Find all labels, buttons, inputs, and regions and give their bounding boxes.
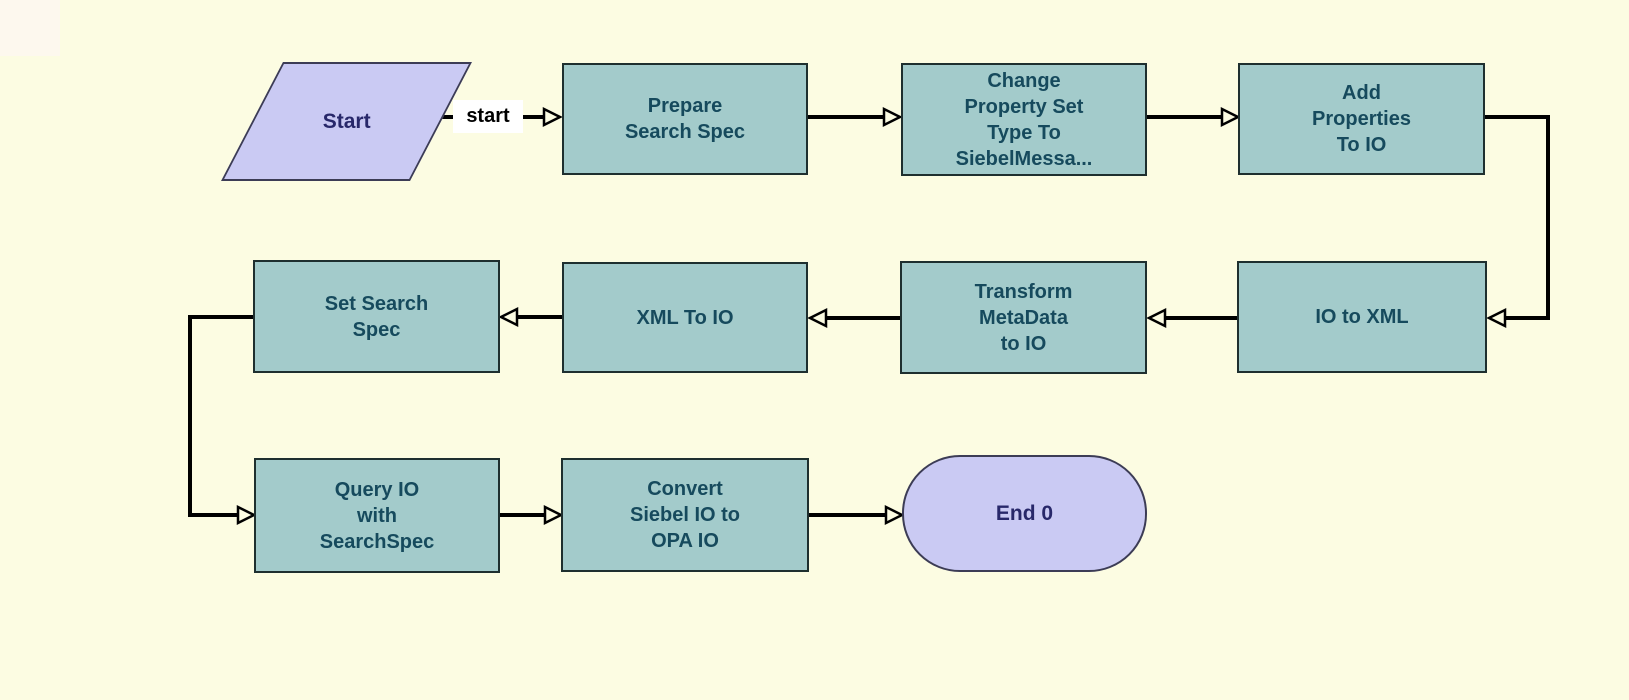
- node-label: Set Search Spec: [324, 292, 429, 341]
- node-change-property-set-type[interactable]: Change Property Set Type To SiebelMessa.…: [901, 63, 1147, 176]
- node-label: Transform MetaData to IO: [974, 280, 1073, 355]
- arrowhead-right: [884, 504, 905, 526]
- node-convert-siebel-io-to-opa-io[interactable]: Convert Siebel IO to OPA IO: [561, 458, 809, 572]
- arrowhead-right: [882, 106, 903, 128]
- node-label: XML To IO: [636, 306, 734, 329]
- node-label: IO to XML: [1315, 306, 1409, 328]
- connector-transform-to-xmltoio[interactable]: [807, 307, 900, 329]
- node-label: Change Property Set Type To SiebelMessa.…: [955, 69, 1093, 170]
- connector-query-to-convert[interactable]: [500, 504, 564, 526]
- arrowhead-right: [1220, 106, 1241, 128]
- node-prepare-search-spec[interactable]: Prepare Search Spec: [562, 63, 808, 175]
- node-end-label: End 0: [995, 501, 1054, 525]
- node-set-search-spec[interactable]: Set Search Spec: [253, 260, 500, 373]
- connector-iotoxml-to-transform[interactable]: [1146, 307, 1237, 329]
- arrowhead-right: [236, 504, 257, 526]
- arrowhead-left: [1146, 307, 1167, 329]
- connector-prepare-to-change[interactable]: [808, 106, 903, 128]
- corner-patch: [0, 0, 60, 56]
- node-query-io-with-searchspec[interactable]: Query IO with SearchSpec: [254, 458, 500, 573]
- arrowhead-left: [1486, 307, 1507, 329]
- arrowhead-right: [543, 504, 564, 526]
- connector-convert-to-end[interactable]: [809, 504, 905, 526]
- node-xml-to-io[interactable]: XML To IO: [562, 262, 808, 373]
- node-transform-metadata-to-io[interactable]: Transform MetaData to IO: [900, 261, 1147, 374]
- node-label: Add Properties To IO: [1312, 82, 1411, 156]
- node-start-label: Start: [322, 109, 371, 133]
- connector-setsearch-to-query[interactable]: [188, 315, 257, 526]
- connector-add-to-iotoxml[interactable]: [1485, 115, 1550, 329]
- node-label: Convert Siebel IO to OPA IO: [629, 478, 741, 552]
- node-io-to-xml[interactable]: IO to XML: [1237, 261, 1487, 373]
- node-add-properties-to-io[interactable]: Add Properties To IO: [1238, 63, 1485, 175]
- node-end[interactable]: End 0: [902, 455, 1147, 572]
- connector-change-to-add[interactable]: [1147, 106, 1241, 128]
- connector-start-label[interactable]: start: [453, 100, 523, 133]
- arrowhead-left: [498, 306, 519, 328]
- arrowhead-right: [542, 106, 563, 128]
- node-label: Prepare Search Spec: [624, 95, 746, 143]
- arrowhead-left: [807, 307, 828, 329]
- node-label: Query IO with SearchSpec: [319, 478, 435, 553]
- connector-xmltoio-to-setsearch[interactable]: [498, 306, 562, 328]
